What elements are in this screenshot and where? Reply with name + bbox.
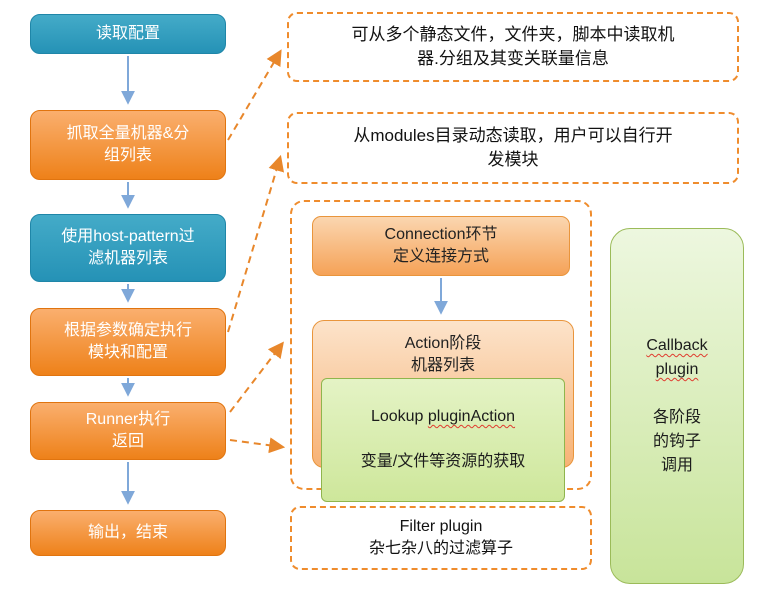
flow-step-label: Runner执行 返回 — [85, 411, 171, 450]
callback-plugin-box: Callback plugin 各阶段 的钩子 调用 — [610, 228, 744, 584]
flow-step-fetch-machines-groups: 抓取全量机器&分 组列表 — [30, 110, 226, 180]
callback-plugin-title: Callback plugin — [646, 337, 708, 378]
flow-step-runner-execute: Runner执行 返回 — [30, 402, 226, 460]
modules-note-text: 从modules目录动态读取，用户可以自行开 发模块 — [353, 126, 673, 169]
inventory-note-box: 可从多个静态文件，文件夹，脚本中读取机 器.分组及其变关联量信息 — [287, 12, 739, 82]
action-stage-label: Action阶段 机器列表 — [404, 335, 482, 375]
callback-plugin-text: Callback plugin 各阶段 的钩子 调用 — [646, 310, 707, 502]
filter-plugin-box: Filter plugin 杂七杂八的过滤算子 — [290, 506, 592, 570]
flow-step-label: 输出，结束 — [87, 524, 168, 542]
dashed-arrow-runner-to-lookup — [229, 437, 286, 454]
flow-step-label: 抓取全量机器&分 组列表 — [66, 125, 190, 164]
callback-plugin-body: 各阶段 的钩子 调用 — [652, 409, 701, 474]
flow-step-determine-modules: 根据参数确定执行 模块和配置 — [30, 308, 226, 376]
dashed-arrow-params-to-modules-note — [227, 154, 284, 333]
connection-stage-label: Connection环节 定义连接方式 — [384, 225, 498, 265]
flow-step-output-end: 输出，结束 — [30, 510, 226, 556]
lookup-title-line: Lookup pluginAction — [326, 406, 560, 428]
filter-plugin-title: Filter plugin — [399, 517, 483, 535]
lookup-title-word: pluginAction — [427, 408, 516, 426]
lookup-body-text: 变量/文件等资源的获取 — [360, 452, 526, 470]
connection-stage-box: Connection环节 定义连接方式 — [312, 216, 570, 276]
lookup-plugin-box: Lookup pluginAction 变量/文件等资源的获取 — [321, 377, 565, 502]
flow-step-host-pattern-filter: 使用host-pattern过 滤机器列表 — [30, 214, 226, 282]
modules-note-box: 从modules目录动态读取，用户可以自行开 发模块 — [287, 112, 739, 184]
filter-plugin-body: 杂七杂八的过滤算子 — [368, 540, 513, 557]
lookup-title-prefix: Lookup — [370, 408, 428, 426]
dashed-arrow-runner-to-group-top — [229, 341, 284, 413]
dashed-arrow-fetch-to-inventory-note — [227, 49, 282, 141]
flow-step-label: 读取配置 — [95, 25, 160, 43]
flow-step-label: 根据参数确定执行 模块和配置 — [63, 322, 192, 361]
flow-step-label: 使用host-pattern过 滤机器列表 — [61, 228, 195, 267]
action-stage-box: Action阶段 机器列表 Lookup pluginAction 变量/文件等… — [312, 320, 574, 502]
flow-step-read-config: 读取配置 — [30, 14, 226, 54]
inventory-note-text: 可从多个静态文件，文件夹，脚本中读取机 器.分组及其变关联量信息 — [351, 25, 675, 68]
